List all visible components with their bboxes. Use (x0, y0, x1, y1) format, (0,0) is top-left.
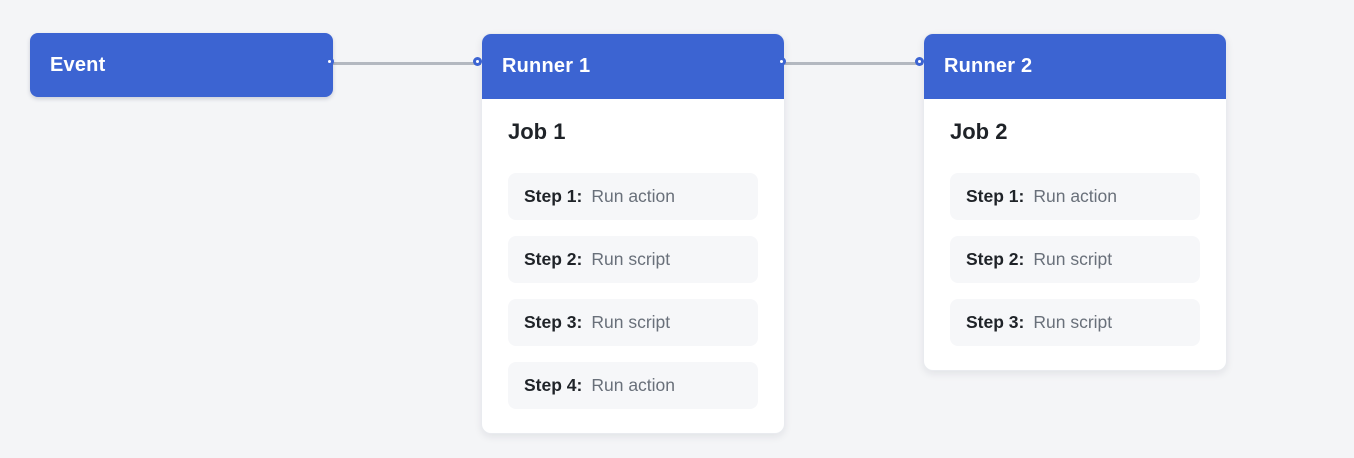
runner2-header: Runner 2 (924, 34, 1226, 99)
step-label: Step 2: (966, 249, 1025, 269)
runner2-body: Job 2 Step 1: Run action Step 2: Run scr… (924, 117, 1226, 370)
job1-step-1: Step 1: Run action (508, 173, 758, 220)
connector-event-to-runner1 (333, 62, 481, 65)
job2-step-2: Step 2: Run script (950, 236, 1200, 283)
port-runner2-input (915, 57, 924, 66)
event-node-label: Event (50, 53, 106, 76)
event-node: Event (30, 33, 333, 97)
port-runner1-output (777, 57, 786, 66)
step-label: Step 1: (524, 186, 583, 206)
step-value: Run script (1033, 312, 1113, 332)
runner2-card: Runner 2 Job 2 Step 1: Run action Step 2… (923, 33, 1227, 371)
port-event-output (325, 57, 334, 66)
step-value: Run script (1033, 249, 1113, 269)
step-label: Step 3: (524, 312, 583, 332)
runner1-header: Runner 1 (482, 34, 784, 99)
job1-step-3: Step 3: Run script (508, 299, 758, 346)
runner1-card: Runner 1 Job 1 Step 1: Run action Step 2… (481, 33, 785, 434)
job1-title: Job 1 (508, 119, 566, 144)
step-value: Run action (591, 375, 676, 395)
job2-title: Job 2 (950, 119, 1008, 144)
connector-runner1-to-runner2 (785, 62, 923, 65)
step-label: Step 1: (966, 186, 1025, 206)
job1-step-4: Step 4: Run action (508, 362, 758, 409)
job2-step-3: Step 3: Run script (950, 299, 1200, 346)
step-value: Run script (591, 312, 671, 332)
runner1-label: Runner 1 (502, 55, 591, 77)
step-label: Step 2: (524, 249, 583, 269)
step-value: Run action (591, 186, 676, 206)
port-runner1-input (473, 57, 482, 66)
step-label: Step 4: (524, 375, 583, 395)
step-value: Run script (591, 249, 671, 269)
job2-step-1: Step 1: Run action (950, 173, 1200, 220)
step-label: Step 3: (966, 312, 1025, 332)
runner2-label: Runner 2 (944, 55, 1033, 77)
job1-step-2: Step 2: Run script (508, 236, 758, 283)
step-value: Run action (1033, 186, 1118, 206)
runner1-body: Job 1 Step 1: Run action Step 2: Run scr… (482, 117, 784, 433)
